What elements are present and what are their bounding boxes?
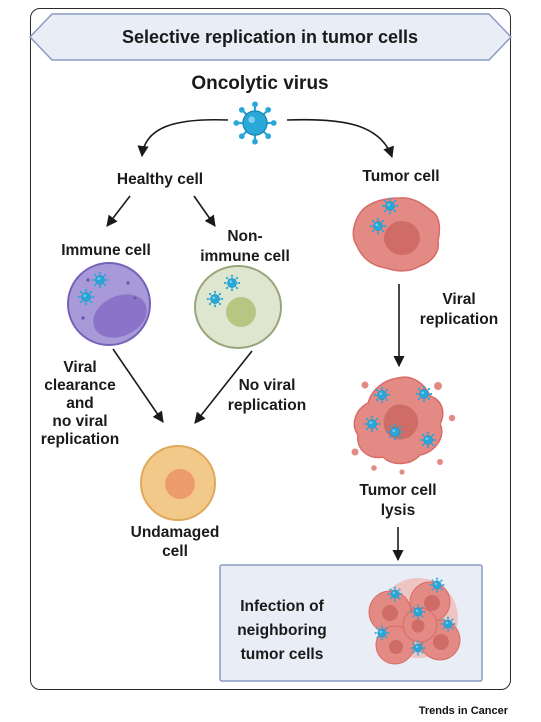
virus-label: Oncolytic virus xyxy=(191,73,328,94)
diagram-title: Selective replication in tumor cells xyxy=(122,27,418,47)
arrow-virus-to-healthy xyxy=(137,118,229,158)
tumor-cell xyxy=(352,197,441,272)
undamaged-cell xyxy=(140,445,216,521)
arrow-immune-to-undamaged xyxy=(112,348,164,423)
clearance-line4: no viral xyxy=(52,413,107,430)
infection-line3: tumor cells xyxy=(241,646,324,663)
clearance-line3: and xyxy=(66,395,94,412)
immune-cell-label: Immune cell xyxy=(61,242,151,259)
nonimmune-cell-label-line1: Non- xyxy=(227,228,262,245)
clearance-line1: Viral xyxy=(63,359,96,376)
lysed-tumor-cell xyxy=(351,376,456,475)
clearance-label: Viral clearance and no viral replication xyxy=(41,359,119,448)
infection-line1: Infection of xyxy=(240,598,324,615)
arrow-healthy-to-nonimmune xyxy=(193,195,216,227)
lysis-line2: lysis xyxy=(381,502,415,519)
title-banner: Selective replication in tumor cells xyxy=(28,13,513,61)
arrow-virus-to-tumor xyxy=(286,118,394,159)
brand-label: Trends in Cancer xyxy=(419,705,509,717)
infection-line2: neighboring xyxy=(237,622,327,639)
immune-cell xyxy=(67,262,151,346)
arrow-nonimmune-to-undamaged xyxy=(194,350,253,424)
no-replication-line2: replication xyxy=(228,397,306,414)
undamaged-line1: Undamaged xyxy=(131,524,220,541)
undamaged-line2: cell xyxy=(162,543,188,560)
nonimmune-cell-label-line2: immune cell xyxy=(200,248,290,265)
healthy-cell-label: Healthy cell xyxy=(117,171,203,188)
viral-replication-line2: replication xyxy=(420,311,498,328)
clearance-line2: clearance xyxy=(44,377,116,394)
diagram-frame xyxy=(30,8,511,690)
viral-replication-line1: Viral xyxy=(442,291,475,308)
arrow-healthy-to-immune xyxy=(106,195,131,227)
lysis-line1: Tumor cell xyxy=(359,482,436,499)
nonimmune-cell xyxy=(194,265,282,349)
tumor-cell-label: Tumor cell xyxy=(362,168,439,185)
tumor-cell-cluster xyxy=(368,577,461,665)
oncolytic-virus-icon xyxy=(232,100,278,146)
clearance-line5: replication xyxy=(41,431,119,448)
no-replication-line1: No viral xyxy=(239,377,296,394)
